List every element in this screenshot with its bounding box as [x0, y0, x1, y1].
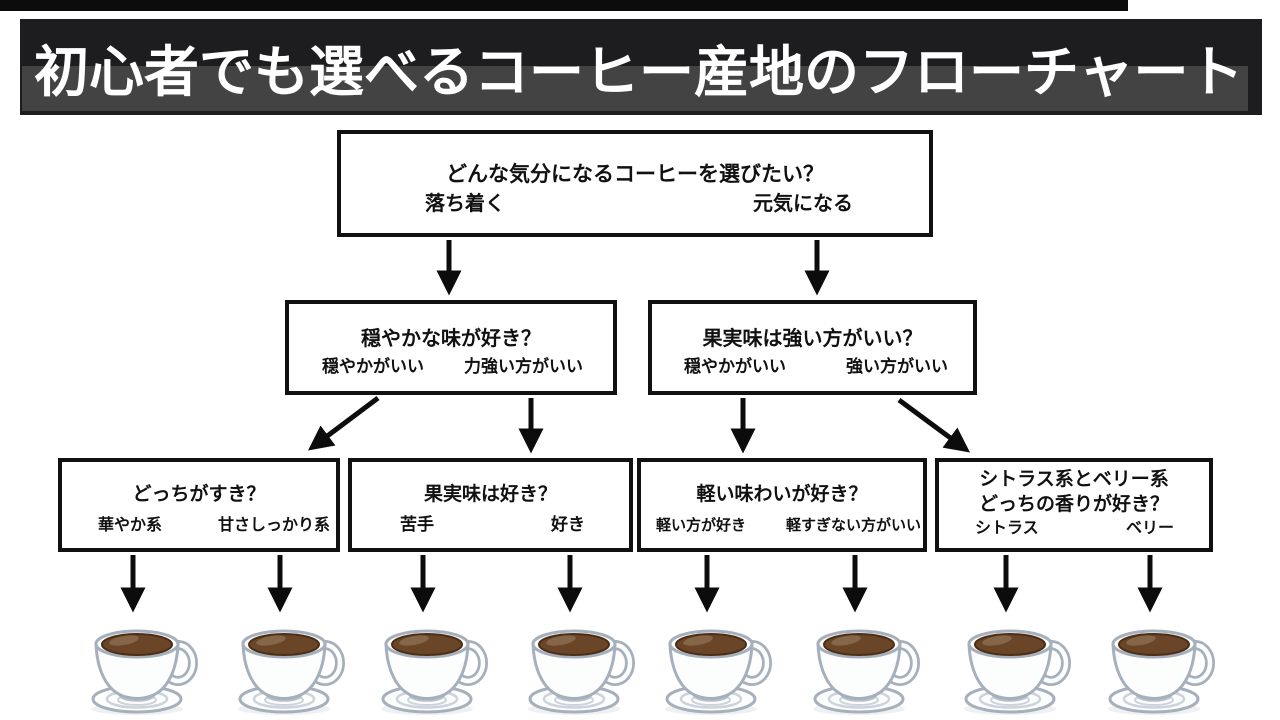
question-line-2: どっちの香りが好き？ — [978, 493, 1169, 515]
question-box-mild-taste: 穏やかな味が好き？ 穏やかがいい 力強い方がいい — [285, 300, 617, 395]
question-text: シトラス系とベリー系 どっちの香りが好き？ — [939, 468, 1209, 517]
coffee-cup-icon — [369, 614, 493, 716]
coffee-cup-icon — [801, 614, 925, 716]
answer-label: 力強い方がいい — [464, 357, 583, 376]
page-title: 初心者でも選べるコーヒー産地のフローチャート — [34, 41, 1244, 103]
coffee-cup-icon — [226, 614, 350, 716]
title-banner-band — [22, 66, 1248, 111]
coffee-cup-icon — [952, 614, 1076, 716]
coffee-cup-icon — [79, 614, 203, 716]
answer-label: 甘さしっかり系 — [217, 517, 330, 534]
answer-label: 好き — [551, 515, 585, 534]
answer-label: 軽すぎない方がいい — [785, 517, 921, 534]
question-box-mood: どんな気分になるコーヒーを選びたい？ 落ち着く 元気になる — [337, 130, 933, 237]
question-text: 果実味は好き？ — [423, 484, 557, 505]
question-text: 軽い味わいが好き？ — [696, 484, 868, 505]
answer-label: 落ち着く — [425, 193, 505, 215]
question-line-1: シトラス系とベリー系 — [979, 469, 1169, 490]
question-box-which-style: どっちがすき？ 華やか系 甘さしっかり系 — [58, 458, 340, 552]
question-box-citrus-berry: シトラス系とベリー系 どっちの香りが好き？ シトラス ベリー — [935, 458, 1213, 552]
question-text: 穏やかな味が好き？ — [361, 328, 541, 350]
answer-label: 穏やかがいい — [322, 357, 424, 376]
answer-label: ベリー — [1125, 520, 1174, 537]
coffee-cup-icon — [653, 614, 777, 716]
coffee-cup-icon — [516, 614, 640, 716]
question-box-fruity-strength: 果実味は強い方がいい？ 穏やかがいい 強い方がいい — [648, 300, 977, 395]
question-box-like-fruity: 果実味は好き？ 苦手 好き — [348, 458, 633, 552]
answer-label: 軽い方が好き — [656, 517, 747, 534]
answer-label: 元気になる — [753, 193, 853, 215]
answer-label: 穏やかがいい — [684, 357, 786, 376]
title-banner: 初心者でも選べるコーヒー産地のフローチャート — [20, 19, 1262, 115]
answer-label: 苦手 — [400, 515, 434, 534]
question-text: どっちがすき？ — [132, 484, 266, 505]
answer-label: シトラス — [975, 520, 1039, 537]
question-text: どんな気分になるコーヒーを選びたい？ — [446, 163, 824, 186]
answer-label: 華やか系 — [98, 517, 163, 534]
top-black-strip — [0, 0, 1128, 11]
question-text: 果実味は強い方がいい？ — [702, 328, 923, 350]
answer-label: 強い方がいい — [846, 357, 948, 376]
coffee-cup-icon — [1096, 614, 1220, 716]
question-box-light-taste: 軽い味わいが好き？ 軽い方が好き 軽すぎない方がいい — [637, 458, 927, 552]
